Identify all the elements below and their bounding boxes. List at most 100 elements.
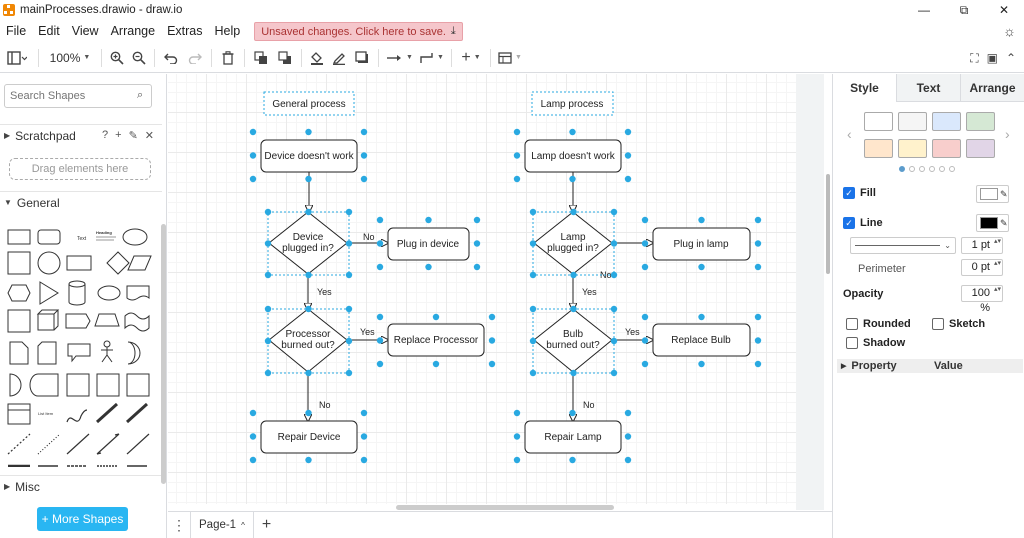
resize-handle[interactable] xyxy=(698,216,705,224)
zoom-out-button[interactable] xyxy=(128,43,150,73)
resize-handle[interactable] xyxy=(569,175,576,183)
resize-handle[interactable] xyxy=(264,240,272,247)
resize-handle[interactable] xyxy=(264,337,272,345)
canvas-horizontal-scrollbar[interactable] xyxy=(396,505,614,510)
resize-handle[interactable] xyxy=(754,337,762,344)
curve-shape[interactable] xyxy=(66,409,88,423)
resize-handle[interactable] xyxy=(432,313,440,321)
menu-file[interactable]: File xyxy=(6,24,27,38)
actor-shape[interactable] xyxy=(103,340,111,348)
page-tab[interactable]: Page-1 ^ xyxy=(190,511,254,538)
rectangle-shape[interactable] xyxy=(7,229,31,245)
resize-handle[interactable] xyxy=(249,175,257,183)
resize-handle[interactable] xyxy=(249,433,257,440)
resize-handle[interactable] xyxy=(360,152,368,159)
resize-handle[interactable] xyxy=(360,409,368,417)
fill-color-button[interactable] xyxy=(306,43,328,73)
resize-handle[interactable] xyxy=(529,337,537,345)
resize-handle[interactable] xyxy=(473,263,481,271)
selection-handles[interactable] xyxy=(249,128,762,464)
bidirectional-arrow-shape[interactable] xyxy=(95,402,119,424)
resize-handle[interactable] xyxy=(641,216,649,224)
to-back-button[interactable] xyxy=(273,43,297,73)
resize-handle[interactable] xyxy=(488,360,496,368)
rounded-checkbox[interactable] xyxy=(846,318,858,330)
plug-in-lamp-node[interactable] xyxy=(652,227,751,261)
resize-handle[interactable] xyxy=(360,175,368,183)
page-dot[interactable] xyxy=(939,166,945,172)
close-icon[interactable]: ✕ xyxy=(144,130,154,142)
palette-heading-label[interactable]: Heading xyxy=(96,230,112,235)
resize-handle[interactable] xyxy=(249,409,257,417)
scratchpad-drop-zone[interactable]: Drag elements here xyxy=(9,158,151,180)
sketch-checkbox[interactable] xyxy=(932,318,944,330)
resize-handle[interactable] xyxy=(570,271,577,279)
resize-handle[interactable] xyxy=(305,271,312,279)
resize-handle[interactable] xyxy=(754,313,762,321)
style-swatch[interactable] xyxy=(898,112,927,131)
resize-handle[interactable] xyxy=(376,337,384,344)
resize-handle[interactable] xyxy=(305,409,312,417)
cylinder-shape[interactable] xyxy=(68,280,86,306)
resize-handle[interactable] xyxy=(376,263,384,271)
callout-shape[interactable] xyxy=(67,343,91,363)
resize-handle[interactable] xyxy=(698,313,705,321)
resize-handle[interactable] xyxy=(425,216,432,224)
resize-handle[interactable] xyxy=(570,208,577,216)
zoom-select[interactable]: 100%▼ xyxy=(43,43,97,73)
resize-handle[interactable] xyxy=(624,128,632,136)
resize-handle[interactable] xyxy=(754,263,762,271)
lamp-process-title-box[interactable] xyxy=(531,91,614,116)
search-icon[interactable]: ⌕ xyxy=(137,89,144,101)
tab-style[interactable]: Style xyxy=(833,74,896,102)
resize-handle[interactable] xyxy=(345,369,353,377)
resize-handle[interactable] xyxy=(529,240,537,247)
resize-handle[interactable] xyxy=(641,313,649,321)
zoom-in-button[interactable] xyxy=(106,43,128,73)
general-process-title-box[interactable] xyxy=(263,91,355,116)
resize-handle[interactable] xyxy=(249,128,257,136)
resize-handle[interactable] xyxy=(610,271,618,279)
resize-handle[interactable] xyxy=(624,152,632,159)
resize-handle[interactable] xyxy=(570,305,577,313)
line-color-button[interactable] xyxy=(328,43,350,73)
page-dot[interactable] xyxy=(929,166,935,172)
resize-handle[interactable] xyxy=(529,271,537,279)
resize-handle[interactable] xyxy=(473,240,481,247)
style-swatch[interactable] xyxy=(966,112,995,131)
parallelogram-shape[interactable] xyxy=(127,255,152,271)
resize-handle[interactable] xyxy=(249,456,257,464)
resize-handle[interactable] xyxy=(249,152,257,159)
page-dot[interactable] xyxy=(909,166,915,172)
format-panel-toggle-button[interactable] xyxy=(0,43,34,73)
circle-shape[interactable] xyxy=(37,251,61,275)
resize-handle[interactable] xyxy=(624,175,632,183)
fill-color-picker[interactable]: ✎ xyxy=(976,185,1009,203)
resize-handle[interactable] xyxy=(473,216,481,224)
style-swatch[interactable] xyxy=(932,139,961,158)
resize-handle[interactable] xyxy=(569,128,576,136)
resize-handle[interactable] xyxy=(376,240,384,247)
palette-text-label[interactable]: Text xyxy=(77,236,87,242)
resize-handle[interactable] xyxy=(529,305,537,313)
bidirectional-connector-shape[interactable] xyxy=(96,433,120,455)
resize-handle[interactable] xyxy=(305,369,312,377)
arrow-shape[interactable] xyxy=(125,402,149,424)
cube-shape[interactable] xyxy=(36,309,60,331)
menu-extras[interactable]: Extras xyxy=(167,24,203,38)
resize-handle[interactable] xyxy=(624,433,632,440)
resize-handle[interactable] xyxy=(360,433,368,440)
ellipse-shape[interactable] xyxy=(122,228,148,246)
line-checkbox[interactable]: ✓ xyxy=(843,217,855,229)
style-swatch[interactable] xyxy=(966,139,995,158)
opacity-input[interactable]: 100 % xyxy=(961,285,1003,314)
misc-section-header[interactable]: ▶ Misc xyxy=(0,475,162,497)
line-pattern-select[interactable]: ⌄ xyxy=(850,237,956,254)
page-dot[interactable] xyxy=(899,166,905,172)
or-shape[interactable] xyxy=(127,341,141,365)
waypoint-style-button[interactable]: ▼ xyxy=(417,43,447,73)
style-swatch[interactable] xyxy=(864,139,893,158)
resize-handle[interactable] xyxy=(513,175,521,183)
resize-handle[interactable] xyxy=(641,337,649,344)
card-shape[interactable] xyxy=(37,341,57,365)
